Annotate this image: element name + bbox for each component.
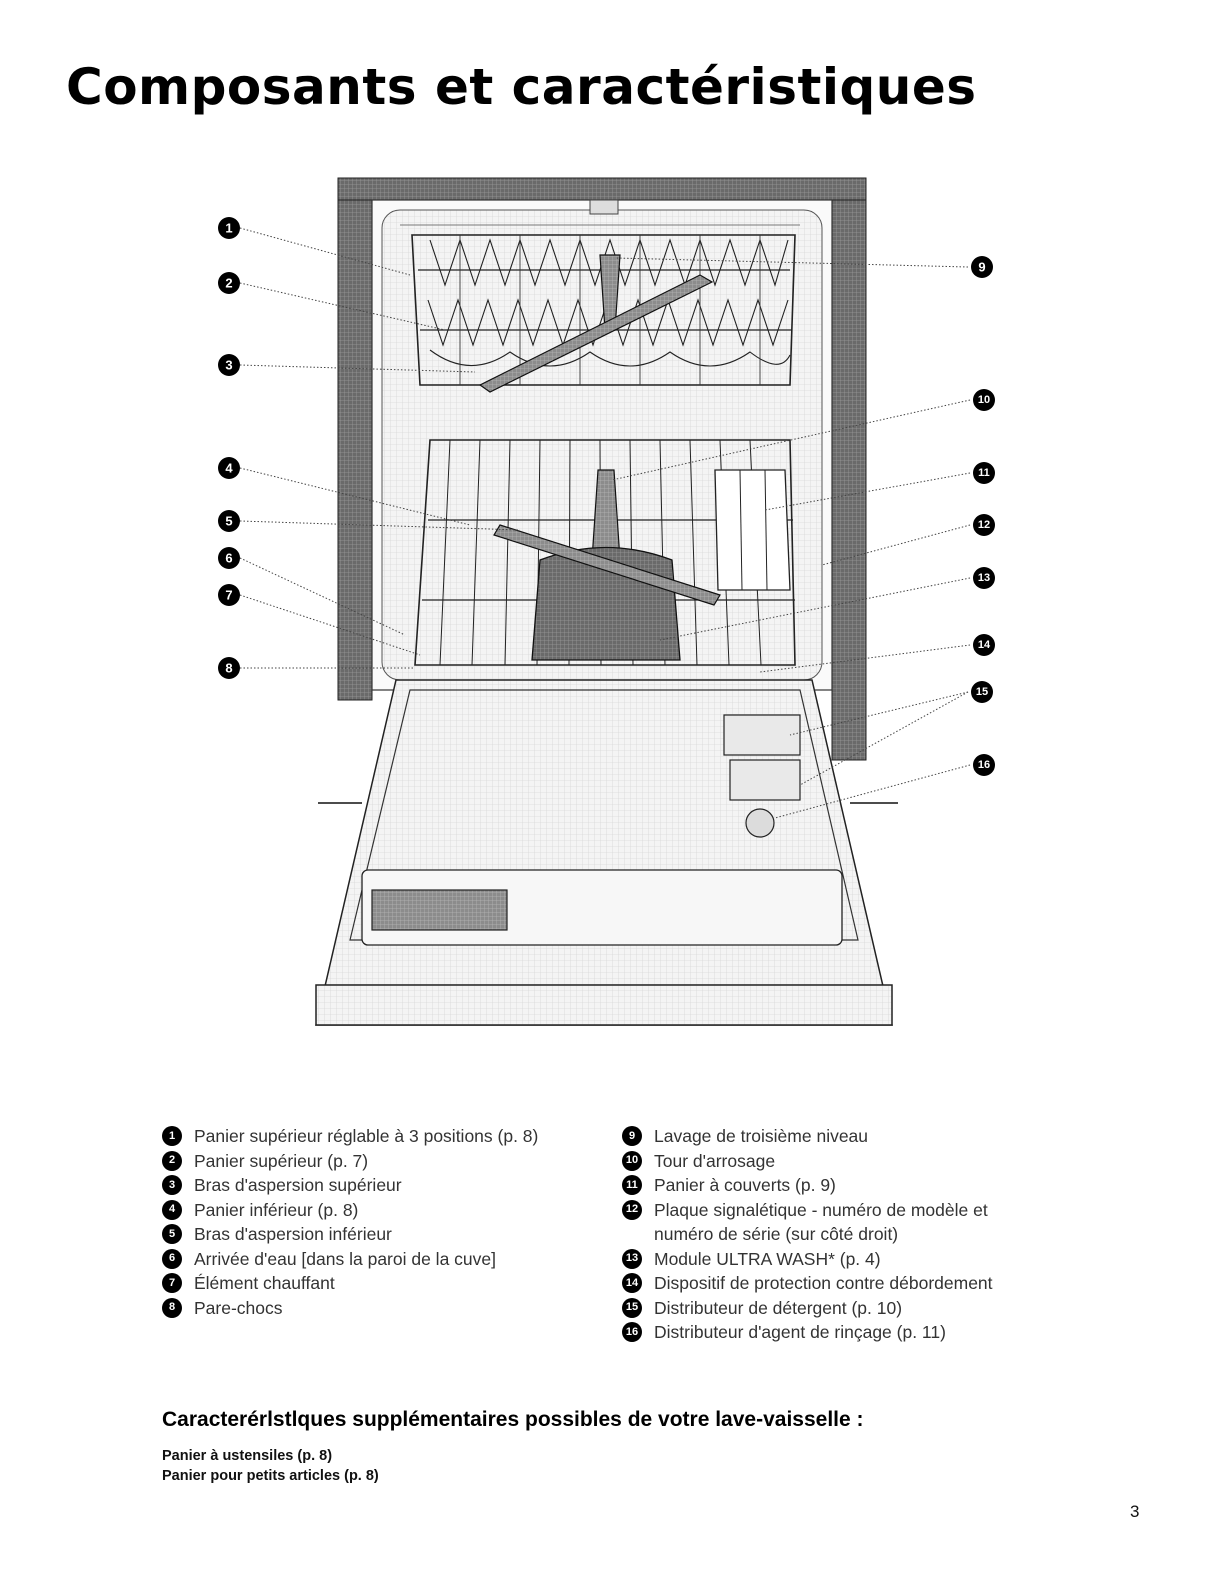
legend-item-4: 4 Panier inférieur (p. 8) [162,1198,538,1223]
legend-item-16: 16 Distributeur d'agent de rinçage (p. 1… [622,1320,1062,1345]
legend-number: 10 [622,1150,642,1171]
svg-text:4: 4 [225,461,233,476]
callout-2: 2 [218,272,240,294]
legend-label: Dispositif de protection contre débordem… [654,1273,993,1293]
legend-label: Distributeur de détergent (p. 10) [654,1297,903,1318]
legend-item-13: 13 Module ULTRA WASH* (p. 4) [622,1247,1062,1272]
callout-8: 8 [218,657,240,679]
lower-rack-drawing [414,439,796,666]
legend-right: 9 Lavage de troisième niveau 10 Tour d'a… [622,1124,1062,1345]
legend-item-7: 7 Élément chauffant [162,1271,538,1296]
leader-lines [239,227,971,819]
legend-item-15: 15 Distributeur de détergent (p. 10) [622,1296,1062,1321]
legend-item-9: 9 Lavage de troisième niveau [622,1124,1062,1149]
callout-14: 14 [973,634,995,656]
legend-number: 2 [162,1150,182,1171]
callout-15: 15 [971,681,993,703]
legend-label: Lavage de troisième niveau [654,1126,869,1146]
legend-label: Bras d'aspersion supérieur [194,1175,402,1195]
legend-item-1: 1 Panier supérieur réglable à 3 position… [162,1124,538,1149]
callout-4: 4 [218,457,240,479]
legend-number: 16 [622,1322,642,1342]
extras-heading: Caracterérlstlques supplémentaires possi… [162,1408,864,1431]
legend-number: 12 [622,1199,642,1220]
callout-10: 10 [973,389,995,411]
legend-number: 1 [162,1126,182,1146]
callout-13: 13 [973,567,995,589]
callout-1: 1 [218,217,240,239]
legend-number: 4 [162,1199,182,1220]
legend-label: Tour d'arrosage [654,1150,776,1171]
legend-item-3: 3 Bras d'aspersion supérieur [162,1173,538,1198]
legend-label: Module ULTRA WASH* (p. 4) [654,1248,881,1269]
svg-text:16: 16 [978,759,990,771]
svg-text:6: 6 [225,551,232,566]
svg-text:10: 10 [978,394,990,406]
extras-item: Panier à ustensiles (p. 8) [162,1448,333,1464]
legend-label: Arrivée d'eau [dans la paroi de la cuve] [194,1248,496,1269]
callout-12: 12 [973,514,995,536]
legend-number: 13 [622,1248,642,1269]
page-number: 3 [1130,1502,1140,1521]
callout-11: 11 [973,462,995,484]
page-title: Composants et caractéristiques [66,58,977,116]
svg-text:1: 1 [225,221,232,236]
svg-text:14: 14 [978,639,991,651]
legend-number: 15 [622,1297,642,1318]
svg-text:12: 12 [978,519,990,531]
svg-text:7: 7 [225,588,232,603]
legend-number: 11 [622,1175,642,1195]
legend-item-12: 12 Plaque signalétique - numéro de modèl… [622,1198,1062,1223]
legend-left: 1 Panier supérieur réglable à 3 position… [162,1124,538,1320]
legend-label: Bras d'aspersion inférieur [194,1224,392,1244]
legend-item-5: 5 Bras d'aspersion inférieur [162,1222,538,1247]
legend-item-6: 6 Arrivée d'eau [dans la paroi de la cuv… [162,1247,538,1272]
svg-text:11: 11 [978,467,990,479]
svg-text:3: 3 [225,358,232,373]
legend-number: 8 [162,1297,182,1318]
legend-number: 9 [622,1126,642,1146]
legend-item-2: 2 Panier supérieur (p. 7) [162,1149,538,1174]
legend-label: Distributeur d'agent de rinçage (p. 11) [654,1322,946,1342]
door-drawing [315,679,898,1026]
extras-item: Panier pour petits articles (p. 8) [162,1468,379,1484]
callout-7: 7 [218,584,240,606]
legend-label: Plaque signalétique - numéro de modèle e… [654,1199,988,1220]
legend-label: Pare-chocs [194,1297,283,1318]
legend-item-8: 8 Pare-chocs [162,1296,538,1321]
callout-16: 16 [973,754,995,776]
legend-label: Panier supérieur réglable à 3 positions … [194,1126,539,1146]
svg-text:15: 15 [976,686,988,698]
legend-label: Élément chauffant [194,1273,335,1293]
legend-number: 14 [622,1273,642,1293]
legend-label: Panier inférieur (p. 8) [194,1199,359,1220]
svg-text:13: 13 [978,572,990,584]
svg-text:5: 5 [225,514,232,529]
legend-label-continued: numéro de série (sur côté droit) [654,1224,899,1244]
legend-number: 5 [162,1224,182,1244]
legend-item-14: 14 Dispositif de protection contre débor… [622,1271,1062,1296]
legend-label: Panier à couverts (p. 9) [654,1175,836,1195]
svg-text:9: 9 [978,260,985,275]
upper-rack-drawing [411,234,796,393]
callout-9: 9 [971,256,993,278]
extras-list: Panier à ustensiles (p. 8) Panier pour p… [162,1446,379,1486]
legend-item-11: 11 Panier à couverts (p. 9) [622,1173,1062,1198]
callout-5: 5 [218,510,240,532]
svg-text:2: 2 [225,276,232,291]
legend-item-10: 10 Tour d'arrosage [622,1149,1062,1174]
callout-3: 3 [218,354,240,376]
legend-number: 7 [162,1273,182,1293]
legend-number: 6 [162,1248,182,1269]
legend-label: Panier supérieur (p. 7) [194,1150,369,1171]
legend-number: 3 [162,1175,182,1195]
svg-text:8: 8 [225,661,232,676]
callout-6: 6 [218,547,240,569]
